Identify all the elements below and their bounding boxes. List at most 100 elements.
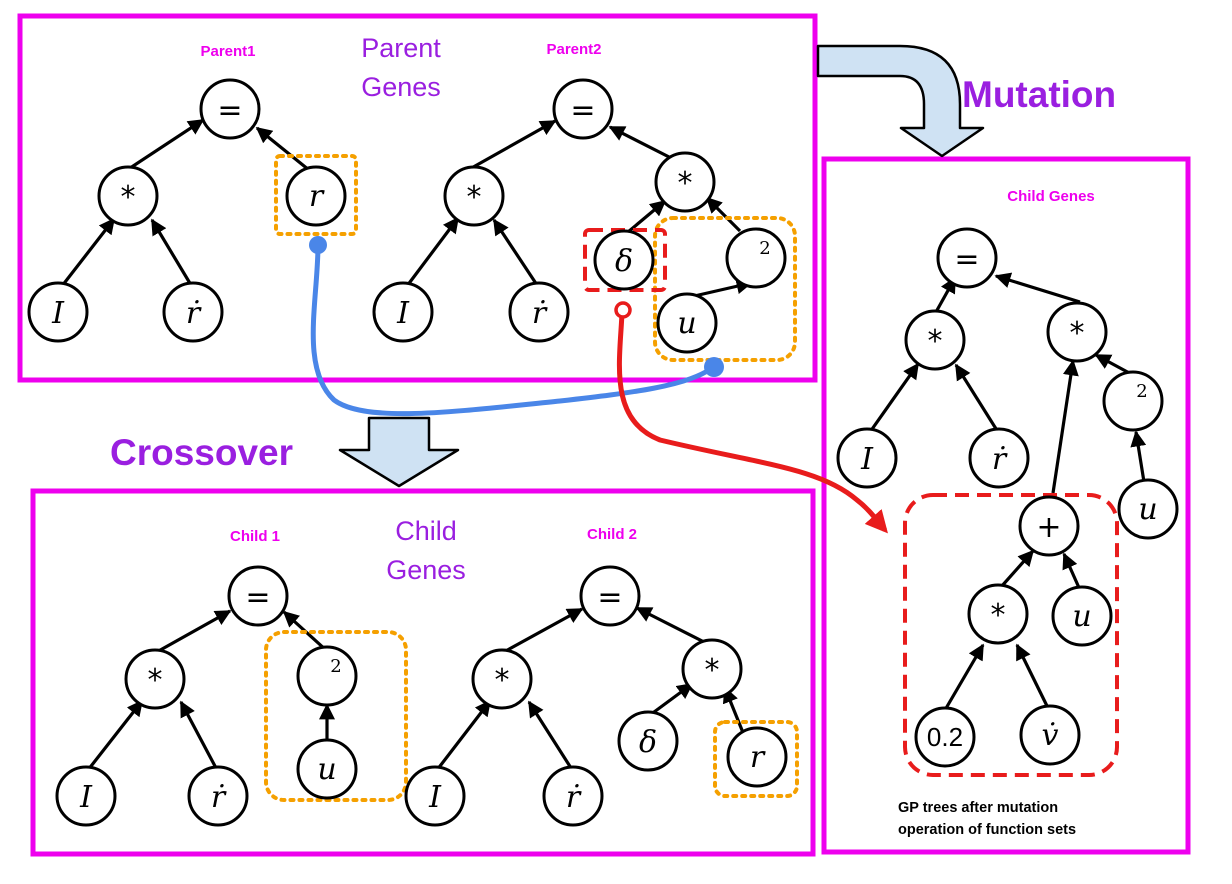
node-label: * (121, 180, 136, 215)
node-plus (1018, 495, 1080, 557)
parent1-label: Parent1 (200, 43, 255, 60)
edge (492, 218, 539, 286)
node-label: v̇ (1042, 718, 1059, 753)
node-square (296, 645, 358, 707)
node-I (55, 765, 117, 827)
edge (608, 125, 676, 162)
edge (626, 199, 667, 234)
parent-genes-frame (17, 13, 818, 383)
edge (501, 607, 584, 655)
node-label: * (991, 598, 1006, 633)
node-square (1102, 370, 1164, 432)
edge (999, 549, 1035, 589)
node-label: * (467, 180, 482, 215)
child1-tree: = * 2 u I ṙ (55, 565, 358, 827)
child1-swapped-subtree-box (264, 630, 408, 802)
edge (527, 700, 573, 769)
node-label: ṙ (992, 442, 1008, 477)
node-multiply (443, 165, 505, 227)
parent2-label: Parent2 (546, 41, 601, 58)
edge (126, 118, 205, 172)
node-label: = (217, 93, 242, 128)
node-multiply (124, 648, 186, 710)
mutation-block-arrow (816, 44, 985, 158)
node-label: 2 (759, 238, 770, 259)
node-square (725, 227, 787, 289)
node-multiply (1046, 301, 1108, 363)
node-r-dot (508, 281, 570, 343)
node-multiply (97, 165, 159, 227)
node-label: = (245, 580, 270, 615)
node-label: u (1138, 492, 1157, 527)
edge (635, 606, 709, 646)
edge (1062, 552, 1082, 591)
edge (435, 699, 492, 771)
node-r-dot (162, 281, 224, 343)
node-label: I (860, 442, 874, 477)
node-equals (936, 227, 998, 289)
node-I (404, 765, 466, 827)
node-label: 2 (1136, 381, 1147, 402)
mutation-link (616, 312, 888, 534)
node-label: ṙ (186, 296, 202, 331)
node-label: ṙ (532, 296, 548, 331)
node-constant (914, 706, 976, 768)
node-label: = (570, 93, 595, 128)
node-equals (199, 78, 261, 140)
parent2-tree: = * * δ 2 I ṙ u (372, 78, 787, 354)
node-label: * (1070, 316, 1085, 351)
parent-genes-title-line2: Genes (361, 72, 441, 102)
parent1-tree: = * r I ṙ (27, 78, 347, 343)
node-label: r (750, 740, 766, 775)
node-r-dot (187, 765, 249, 827)
edge (179, 700, 218, 769)
child2-label: Child 2 (587, 526, 637, 543)
mutation-child-genes-title: Child Genes (1007, 188, 1095, 205)
edge (649, 682, 694, 717)
edge (467, 119, 557, 172)
node-u (1051, 585, 1113, 647)
node-multiply (681, 638, 743, 700)
mutation-link-start-ring (614, 301, 632, 319)
child1-label: Child 1 (230, 528, 280, 545)
node-label: * (148, 663, 163, 698)
node-label: + (1036, 510, 1061, 545)
edge (689, 278, 753, 299)
edge (1015, 643, 1050, 709)
node-label: 2 (330, 656, 341, 677)
node-multiply (654, 151, 716, 213)
node-I (27, 281, 89, 343)
node-r-dot (542, 765, 604, 827)
node-delta (617, 710, 679, 772)
node-label: I (396, 296, 410, 331)
node-label: I (79, 780, 93, 815)
child2-tree: = * * δ r I ṙ (404, 565, 788, 827)
node-delta (593, 229, 655, 291)
node-label: δ (639, 725, 657, 760)
node-v-dot (1019, 704, 1081, 766)
mutated-child-tree: = * * 2 I ṙ u + * u 0.2 v̇ (836, 227, 1179, 768)
crossover-link-start-dot (309, 236, 327, 254)
node-multiply (471, 648, 533, 710)
child-genes-title-line2: Genes (386, 555, 466, 585)
edge (1051, 359, 1079, 494)
node-label: * (705, 653, 720, 688)
edge (60, 217, 116, 287)
mutated-subtree-box (903, 493, 1119, 777)
mutation-label: Mutation (962, 74, 1116, 115)
node-label: ṙ (211, 780, 227, 815)
child2-swapped-node-box (713, 720, 799, 798)
edge (255, 126, 311, 172)
parent-genes-title-line1: Parent (361, 33, 441, 63)
edge (994, 272, 1081, 304)
crossover-block-arrow (338, 416, 460, 488)
edge (154, 609, 232, 655)
mutation-caption-line1: GP trees after mutation (898, 800, 1058, 816)
node-label: I (428, 780, 442, 815)
node-equals (552, 78, 614, 140)
edge (405, 216, 460, 287)
node-label: u (317, 752, 336, 787)
node-label: u (677, 306, 696, 341)
node-r (285, 165, 347, 227)
edge (868, 362, 920, 433)
